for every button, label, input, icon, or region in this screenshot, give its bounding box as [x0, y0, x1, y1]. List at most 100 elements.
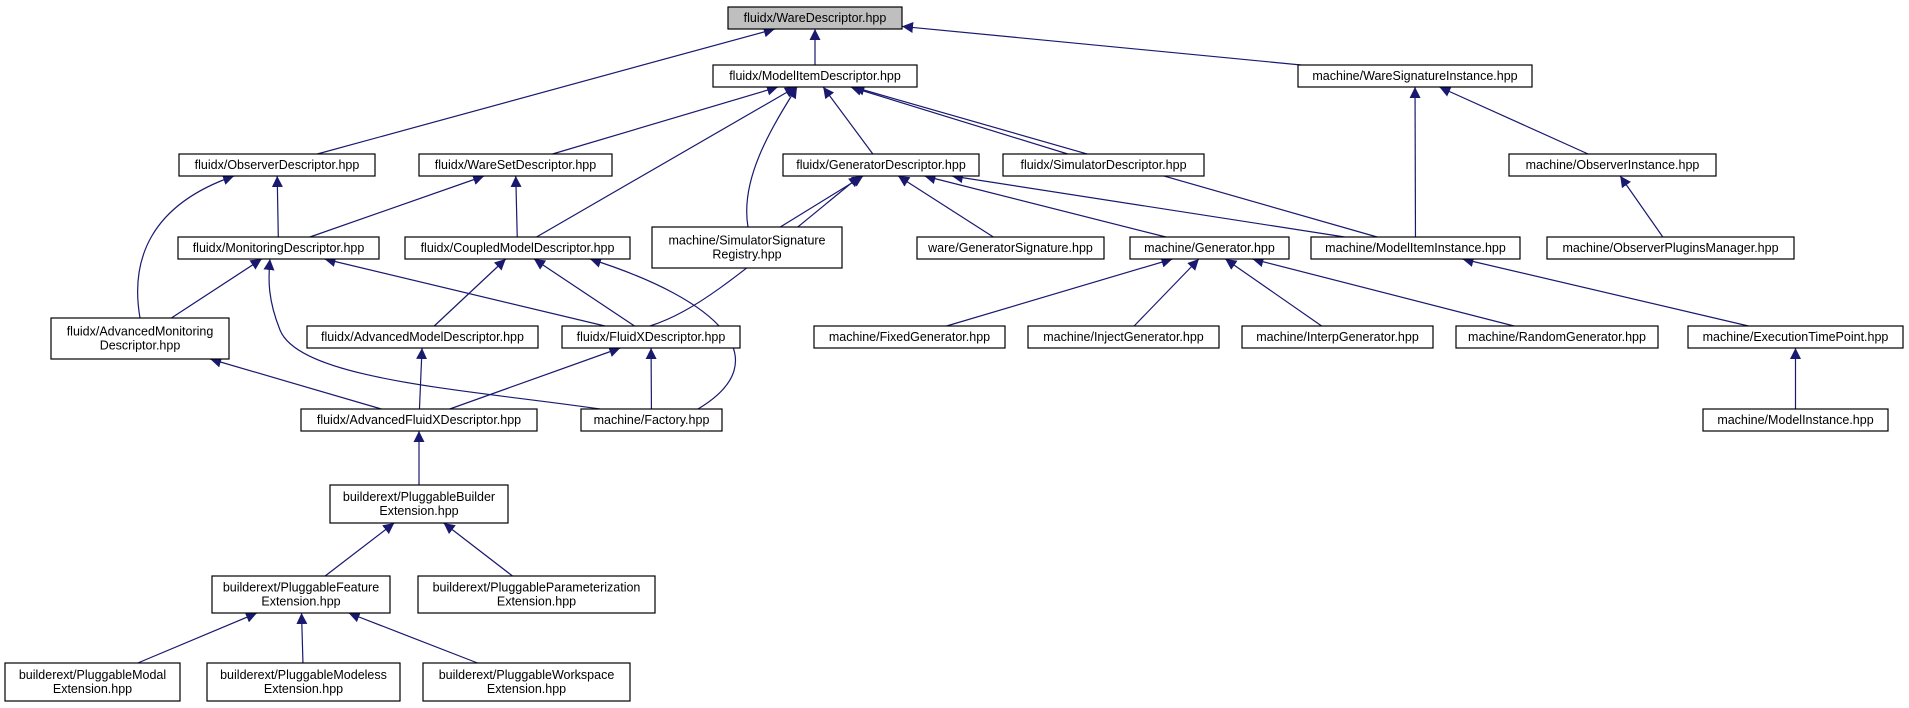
node-label: ware/GeneratorSignature.hpp: [927, 241, 1093, 255]
node-box[interactable]: [1027, 325, 1220, 349]
node-advmodel[interactable]: fluidx/AdvancedModelDescriptor.hpp: [306, 325, 539, 349]
edge-fixed-to-generator: [946, 256, 1173, 327]
node-box[interactable]: [712, 64, 918, 88]
edge-coupled-to-wareset: [510, 175, 522, 238]
node-box[interactable]: [580, 408, 723, 432]
node-label: machine/ExecutionTimePoint.hpp: [1703, 330, 1889, 344]
node-fluidxd[interactable]: fluidx/FluidXDescriptor.hpp: [561, 325, 741, 349]
node-fixed[interactable]: machine/FixedGenerator.hpp: [813, 325, 1006, 349]
node-box[interactable]: [1241, 325, 1434, 349]
edge-pmodal-to-pfeature: [137, 612, 258, 664]
node-label: machine/ModelItemInstance.hpp: [1325, 241, 1506, 255]
node-label: Extension.hpp: [487, 682, 566, 696]
node-label: fluidx/GeneratorDescriptor.hpp: [796, 158, 966, 172]
node-label: machine/FixedGenerator.hpp: [829, 330, 990, 344]
node-wareset[interactable]: fluidx/WareSetDescriptor.hpp: [418, 153, 613, 177]
edge-observer-to-root: [317, 26, 775, 155]
node-interp[interactable]: machine/InterpGenerator.hpp: [1241, 325, 1434, 349]
node-label: fluidx/AdvancedModelDescriptor.hpp: [321, 330, 524, 344]
node-box[interactable]: [1310, 236, 1521, 260]
node-box[interactable]: [813, 325, 1006, 349]
node-box[interactable]: [50, 317, 230, 360]
node-waresig[interactable]: machine/WareSignatureInstance.hpp: [1297, 64, 1533, 88]
node-pworkspace[interactable]: builderext/PluggableWorkspaceExtension.h…: [422, 662, 631, 702]
edge-fluidxd-to-monitoring: [324, 256, 606, 327]
node-layer: fluidx/WareDescriptor.hpp fluidx/ModelIte…: [4, 6, 1904, 702]
node-box[interactable]: [418, 153, 613, 177]
node-obsinst[interactable]: machine/ObserverInstance.hpp: [1508, 153, 1717, 177]
edge-advfluidx-to-advmon: [210, 356, 382, 410]
node-obsplug[interactable]: machine/ObserverPluginsManager.hpp: [1546, 236, 1795, 260]
node-box[interactable]: [1546, 236, 1795, 260]
node-coupled[interactable]: fluidx/CoupledModelDescriptor.hpp: [404, 236, 631, 260]
node-factory[interactable]: machine/Factory.hpp: [580, 408, 723, 432]
node-box[interactable]: [727, 6, 903, 30]
node-label: fluidx/AdvancedMonitoring: [67, 325, 214, 339]
node-box[interactable]: [782, 153, 980, 177]
node-box[interactable]: [1702, 408, 1889, 432]
node-box[interactable]: [4, 662, 181, 702]
node-box[interactable]: [561, 325, 741, 349]
node-box[interactable]: [651, 226, 843, 269]
node-box[interactable]: [916, 236, 1105, 260]
node-box[interactable]: [1002, 153, 1205, 177]
node-label: fluidx/FluidXDescriptor.hpp: [577, 330, 726, 344]
node-root[interactable]: fluidx/WareDescriptor.hpp: [727, 6, 903, 30]
node-box[interactable]: [1687, 325, 1904, 349]
node-random[interactable]: machine/RandomGenerator.hpp: [1455, 325, 1659, 349]
node-pmodeless[interactable]: builderext/PluggableModelessExtension.hp…: [206, 662, 401, 702]
edge-advmon-to-observer: [137, 174, 235, 319]
node-box[interactable]: [177, 236, 380, 260]
node-label: fluidx/WareSetDescriptor.hpp: [435, 158, 596, 172]
node-inject[interactable]: machine/InjectGenerator.hpp: [1027, 325, 1220, 349]
node-box[interactable]: [211, 575, 391, 614]
edge-pworkspace-to-pfeature: [348, 611, 478, 664]
node-advfluidx[interactable]: fluidx/AdvancedFluidXDescriptor.hpp: [300, 408, 538, 432]
node-box[interactable]: [1455, 325, 1659, 349]
node-box[interactable]: [404, 236, 631, 260]
node-box[interactable]: [417, 575, 656, 614]
node-label: Registry.hpp: [712, 248, 781, 262]
edge-generator-to-gendesc: [924, 173, 1167, 238]
node-exectime[interactable]: machine/ExecutionTimePoint.hpp: [1687, 325, 1904, 349]
node-label: fluidx/CoupledModelDescriptor.hpp: [421, 241, 615, 255]
node-box[interactable]: [1508, 153, 1717, 177]
node-observer[interactable]: fluidx/ObserverDescriptor.hpp: [178, 153, 376, 177]
node-modelitem[interactable]: fluidx/ModelItemDescriptor.hpp: [712, 64, 918, 88]
node-mii[interactable]: machine/ModelItemInstance.hpp: [1310, 236, 1521, 260]
edge-fluidxd-to-coupled: [533, 258, 635, 327]
node-label: builderext/PluggableWorkspace: [439, 668, 615, 682]
node-label: Extension.hpp: [53, 682, 132, 696]
node-box[interactable]: [306, 325, 539, 349]
node-label: fluidx/ModelItemDescriptor.hpp: [729, 69, 901, 83]
node-label: builderext/PluggableBuilder: [343, 490, 495, 504]
node-box[interactable]: [300, 408, 538, 432]
edge-layer: [137, 21, 1801, 664]
node-box[interactable]: [1129, 236, 1290, 260]
node-monitoring[interactable]: fluidx/MonitoringDescriptor.hpp: [177, 236, 380, 260]
node-box[interactable]: [1297, 64, 1533, 88]
node-box[interactable]: [422, 662, 631, 702]
node-box[interactable]: [206, 662, 401, 702]
node-label: machine/ObserverPluginsManager.hpp: [1562, 241, 1778, 255]
edge-waresig-to-root: [901, 21, 1302, 66]
node-label: Extension.hpp: [264, 682, 343, 696]
edge-obsplug-to-obsinst: [1619, 175, 1664, 238]
edge-factory-to-monitoring: [263, 258, 601, 410]
node-generator[interactable]: machine/Generator.hpp: [1129, 236, 1290, 260]
node-simdesc[interactable]: fluidx/SimulatorDescriptor.hpp: [1002, 153, 1205, 177]
node-gendesc[interactable]: fluidx/GeneratorDescriptor.hpp: [782, 153, 980, 177]
edge-pfeature-to-pbuilder: [324, 522, 395, 577]
node-gensig[interactable]: ware/GeneratorSignature.hpp: [916, 236, 1105, 260]
node-box[interactable]: [178, 153, 376, 177]
node-modelinst[interactable]: machine/ModelInstance.hpp: [1702, 408, 1889, 432]
node-pparam[interactable]: builderext/PluggableParameterizationExte…: [417, 575, 656, 614]
node-box[interactable]: [329, 484, 509, 524]
node-label: builderext/PluggableParameterization: [433, 581, 641, 595]
